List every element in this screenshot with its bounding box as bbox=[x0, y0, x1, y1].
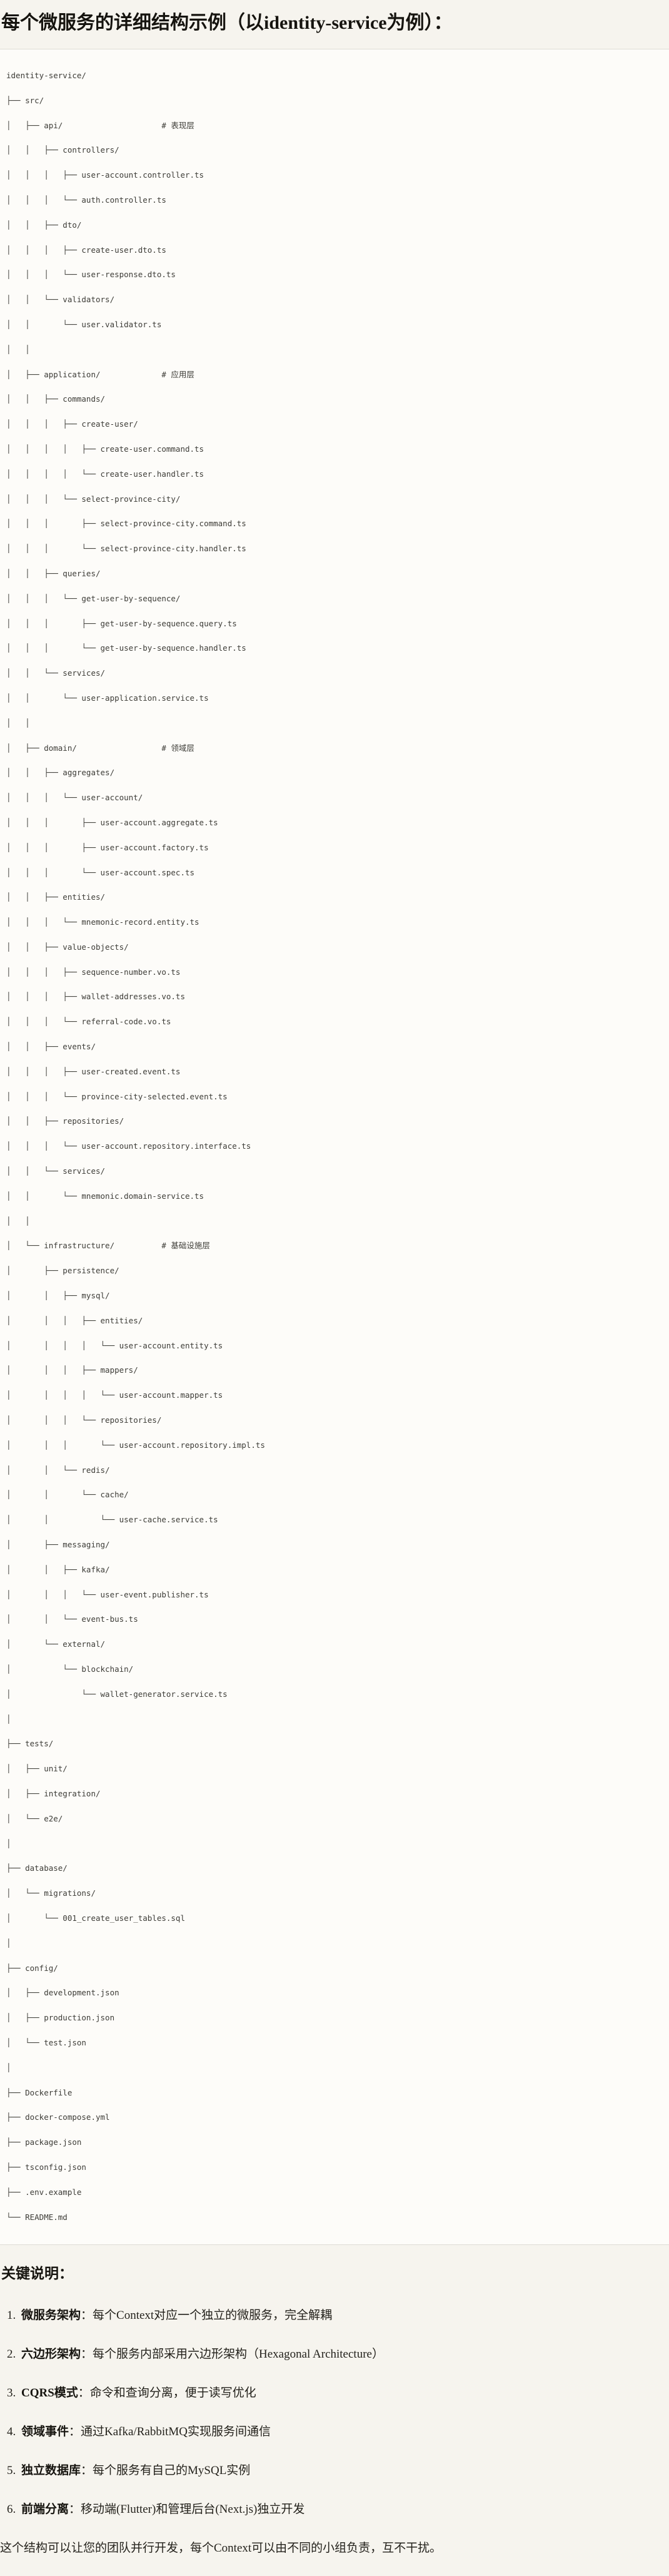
page-title: 每个微服务的详细结构示例（以identity-service为例）： bbox=[1, 13, 453, 33]
note-text: ：命令和查询分离，便于读写优化 bbox=[78, 2386, 256, 2400]
list-item-domain-events: 领域事件：通过Kafka/RabbitMQ实现服务间通信 bbox=[19, 2423, 669, 2441]
list-item-cqrs-pattern: CQRS模式：命令和查询分离，便于读写优化 bbox=[19, 2384, 669, 2402]
directory-tree: identity-service/ ├── src/ │ ├── api/ # … bbox=[6, 71, 265, 2222]
note-text: ：每个服务内部采用六边形架构（Hexagonal Architecture） bbox=[81, 2348, 384, 2361]
note-text: ：每个服务有自己的MySQL实例 bbox=[81, 2464, 251, 2478]
note-label: 领域事件 bbox=[21, 2425, 69, 2439]
list-item-hexagonal-architecture: 六边形架构：每个服务内部采用六边形架构（Hexagonal Architectu… bbox=[19, 2345, 669, 2363]
list-item-microservice-architecture: 微服务架构：每个Context对应一个独立的微服务，完全解耦 bbox=[19, 2306, 669, 2324]
list-item-independent-database: 独立数据库：每个服务有自己的MySQL实例 bbox=[19, 2461, 669, 2480]
note-text: ：移动端(Flutter)和管理后台(Next.js)独立开发 bbox=[69, 2503, 305, 2517]
note-label: 前端分离 bbox=[21, 2503, 69, 2517]
notes-list: 微服务架构：每个Context对应一个独立的微服务，完全解耦 六边形架构：每个服… bbox=[0, 2306, 669, 2518]
code-block: identity-service/ ├── src/ │ ├── api/ # … bbox=[0, 49, 669, 2246]
notes-heading: 关键说明： bbox=[1, 2266, 73, 2282]
note-label: 微服务架构 bbox=[21, 2309, 81, 2323]
list-item-frontend-separation: 前端分离：移动端(Flutter)和管理后台(Next.js)独立开发 bbox=[19, 2500, 669, 2518]
note-label: 独立数据库 bbox=[21, 2464, 81, 2478]
note-label: 六边形架构 bbox=[21, 2348, 81, 2361]
note-label: CQRS模式 bbox=[21, 2386, 78, 2400]
note-text: ：每个Context对应一个独立的微服务，完全解耦 bbox=[81, 2309, 333, 2323]
note-text: ：通过Kafka/RabbitMQ实现服务间通信 bbox=[69, 2425, 271, 2439]
closing-paragraph: 这个结构可以让您的团队并行开发，每个Context可以由不同的小组负责，互不干扰… bbox=[0, 2542, 442, 2555]
